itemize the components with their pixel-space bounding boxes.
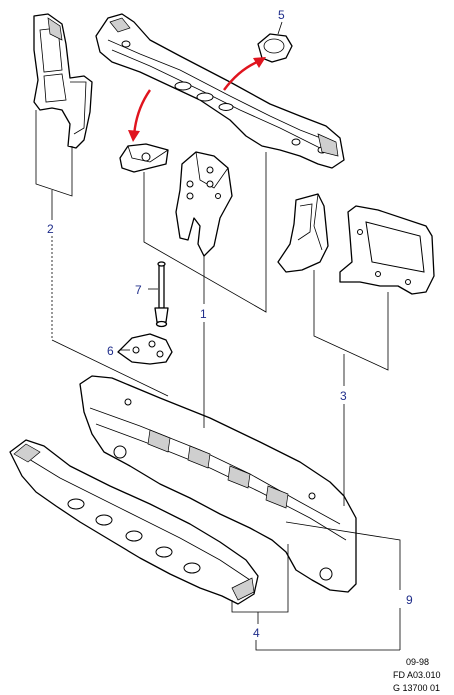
lower-crossmember-panel bbox=[79, 375, 357, 593]
footer-reference: 09-98 FD A03.010 G 13700 01 bbox=[393, 657, 441, 693]
part-6-plate bbox=[117, 333, 173, 365]
part-3-right-brackets bbox=[277, 193, 435, 295]
callout-9: 9 bbox=[406, 593, 413, 607]
callout-3: 3 bbox=[340, 389, 347, 403]
part-1-center-bracket bbox=[175, 151, 233, 257]
callout-2: 2 bbox=[47, 222, 54, 236]
callout-7: 7 bbox=[135, 283, 142, 297]
leader-lines bbox=[35, 21, 401, 651]
part-4-bottom-beam bbox=[9, 439, 259, 605]
part-7-bolt bbox=[154, 261, 169, 328]
callout-5: 5 bbox=[278, 8, 285, 22]
part-2-left-bracket bbox=[33, 13, 93, 149]
footer-code: G 13700 01 bbox=[393, 683, 440, 693]
upper-crossmember bbox=[95, 13, 345, 169]
small-bracket bbox=[119, 143, 169, 173]
callout-labels: 5 2 7 1 6 3 9 4 bbox=[47, 8, 413, 640]
footer-date: 09-98 bbox=[406, 657, 429, 667]
callout-1: 1 bbox=[200, 307, 207, 321]
callout-6: 6 bbox=[107, 344, 114, 358]
red-arrows bbox=[128, 57, 266, 142]
callout-4: 4 bbox=[253, 626, 260, 640]
footer-ref: FD A03.010 bbox=[393, 670, 441, 680]
